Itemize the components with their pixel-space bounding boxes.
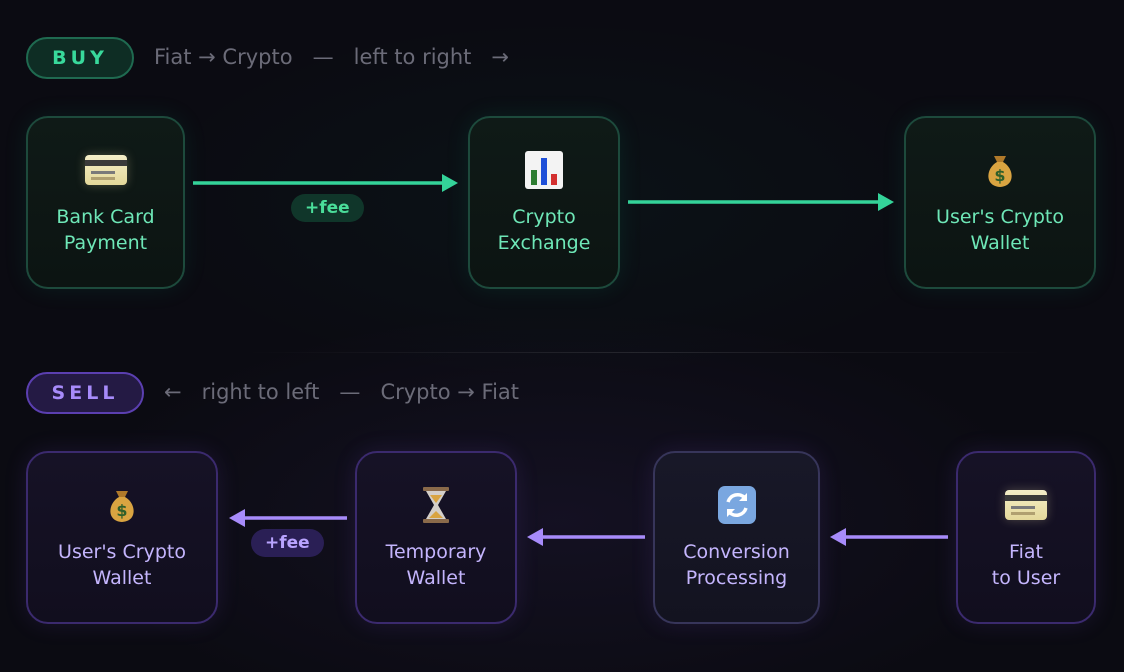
node-label: Temporary Wallet — [385, 540, 487, 589]
node-label: Bank Card Payment — [56, 205, 155, 254]
money-bag-icon: $ — [102, 485, 142, 525]
sell-arrow-3 — [229, 509, 347, 527]
buy-badge: BUY — [26, 37, 134, 79]
node-label: User's Crypto Wallet — [58, 540, 186, 589]
node-label: Fiat to User — [991, 540, 1061, 589]
refresh-icon — [717, 485, 757, 525]
bar-chart-icon — [524, 150, 564, 190]
node-label: User's Crypto Wallet — [936, 205, 1064, 254]
buy-node-crypto-exchange: Crypto Exchange — [468, 116, 620, 289]
node-label: Crypto Exchange — [497, 205, 591, 254]
sell-node-fiat-to-user: Fiat to User — [956, 451, 1096, 624]
sell-arrow-2 — [527, 528, 645, 546]
sell-badge: SELL — [26, 372, 144, 414]
buy-node-users-crypto-wallet: $ User's Crypto Wallet — [904, 116, 1096, 289]
node-label: Conversion Processing — [683, 540, 790, 589]
credit-card-icon — [1005, 485, 1047, 525]
section-divider — [245, 352, 1045, 353]
sell-arrow-1 — [830, 528, 948, 546]
sell-node-temporary-wallet: Temporary Wallet — [355, 451, 517, 624]
buy-arrow-2 — [628, 193, 894, 211]
svg-text:$: $ — [994, 166, 1005, 185]
hourglass-icon — [420, 485, 452, 525]
buy-caption: Fiat → Crypto — left to right → — [154, 45, 510, 69]
svg-text:$: $ — [116, 501, 127, 520]
buy-node-bank-card-payment: Bank Card Payment — [26, 116, 185, 289]
sell-fee-badge: +fee — [251, 529, 324, 557]
sell-node-users-crypto-wallet: $ User's Crypto Wallet — [26, 451, 218, 624]
credit-card-icon — [84, 150, 127, 190]
buy-fee-badge: +fee — [291, 194, 364, 222]
buy-arrow-1 — [193, 174, 458, 192]
sell-caption: ← right to left — Crypto → Fiat — [164, 380, 520, 404]
sell-node-conversion-processing: Conversion Processing — [653, 451, 820, 624]
money-bag-icon: $ — [980, 150, 1020, 190]
